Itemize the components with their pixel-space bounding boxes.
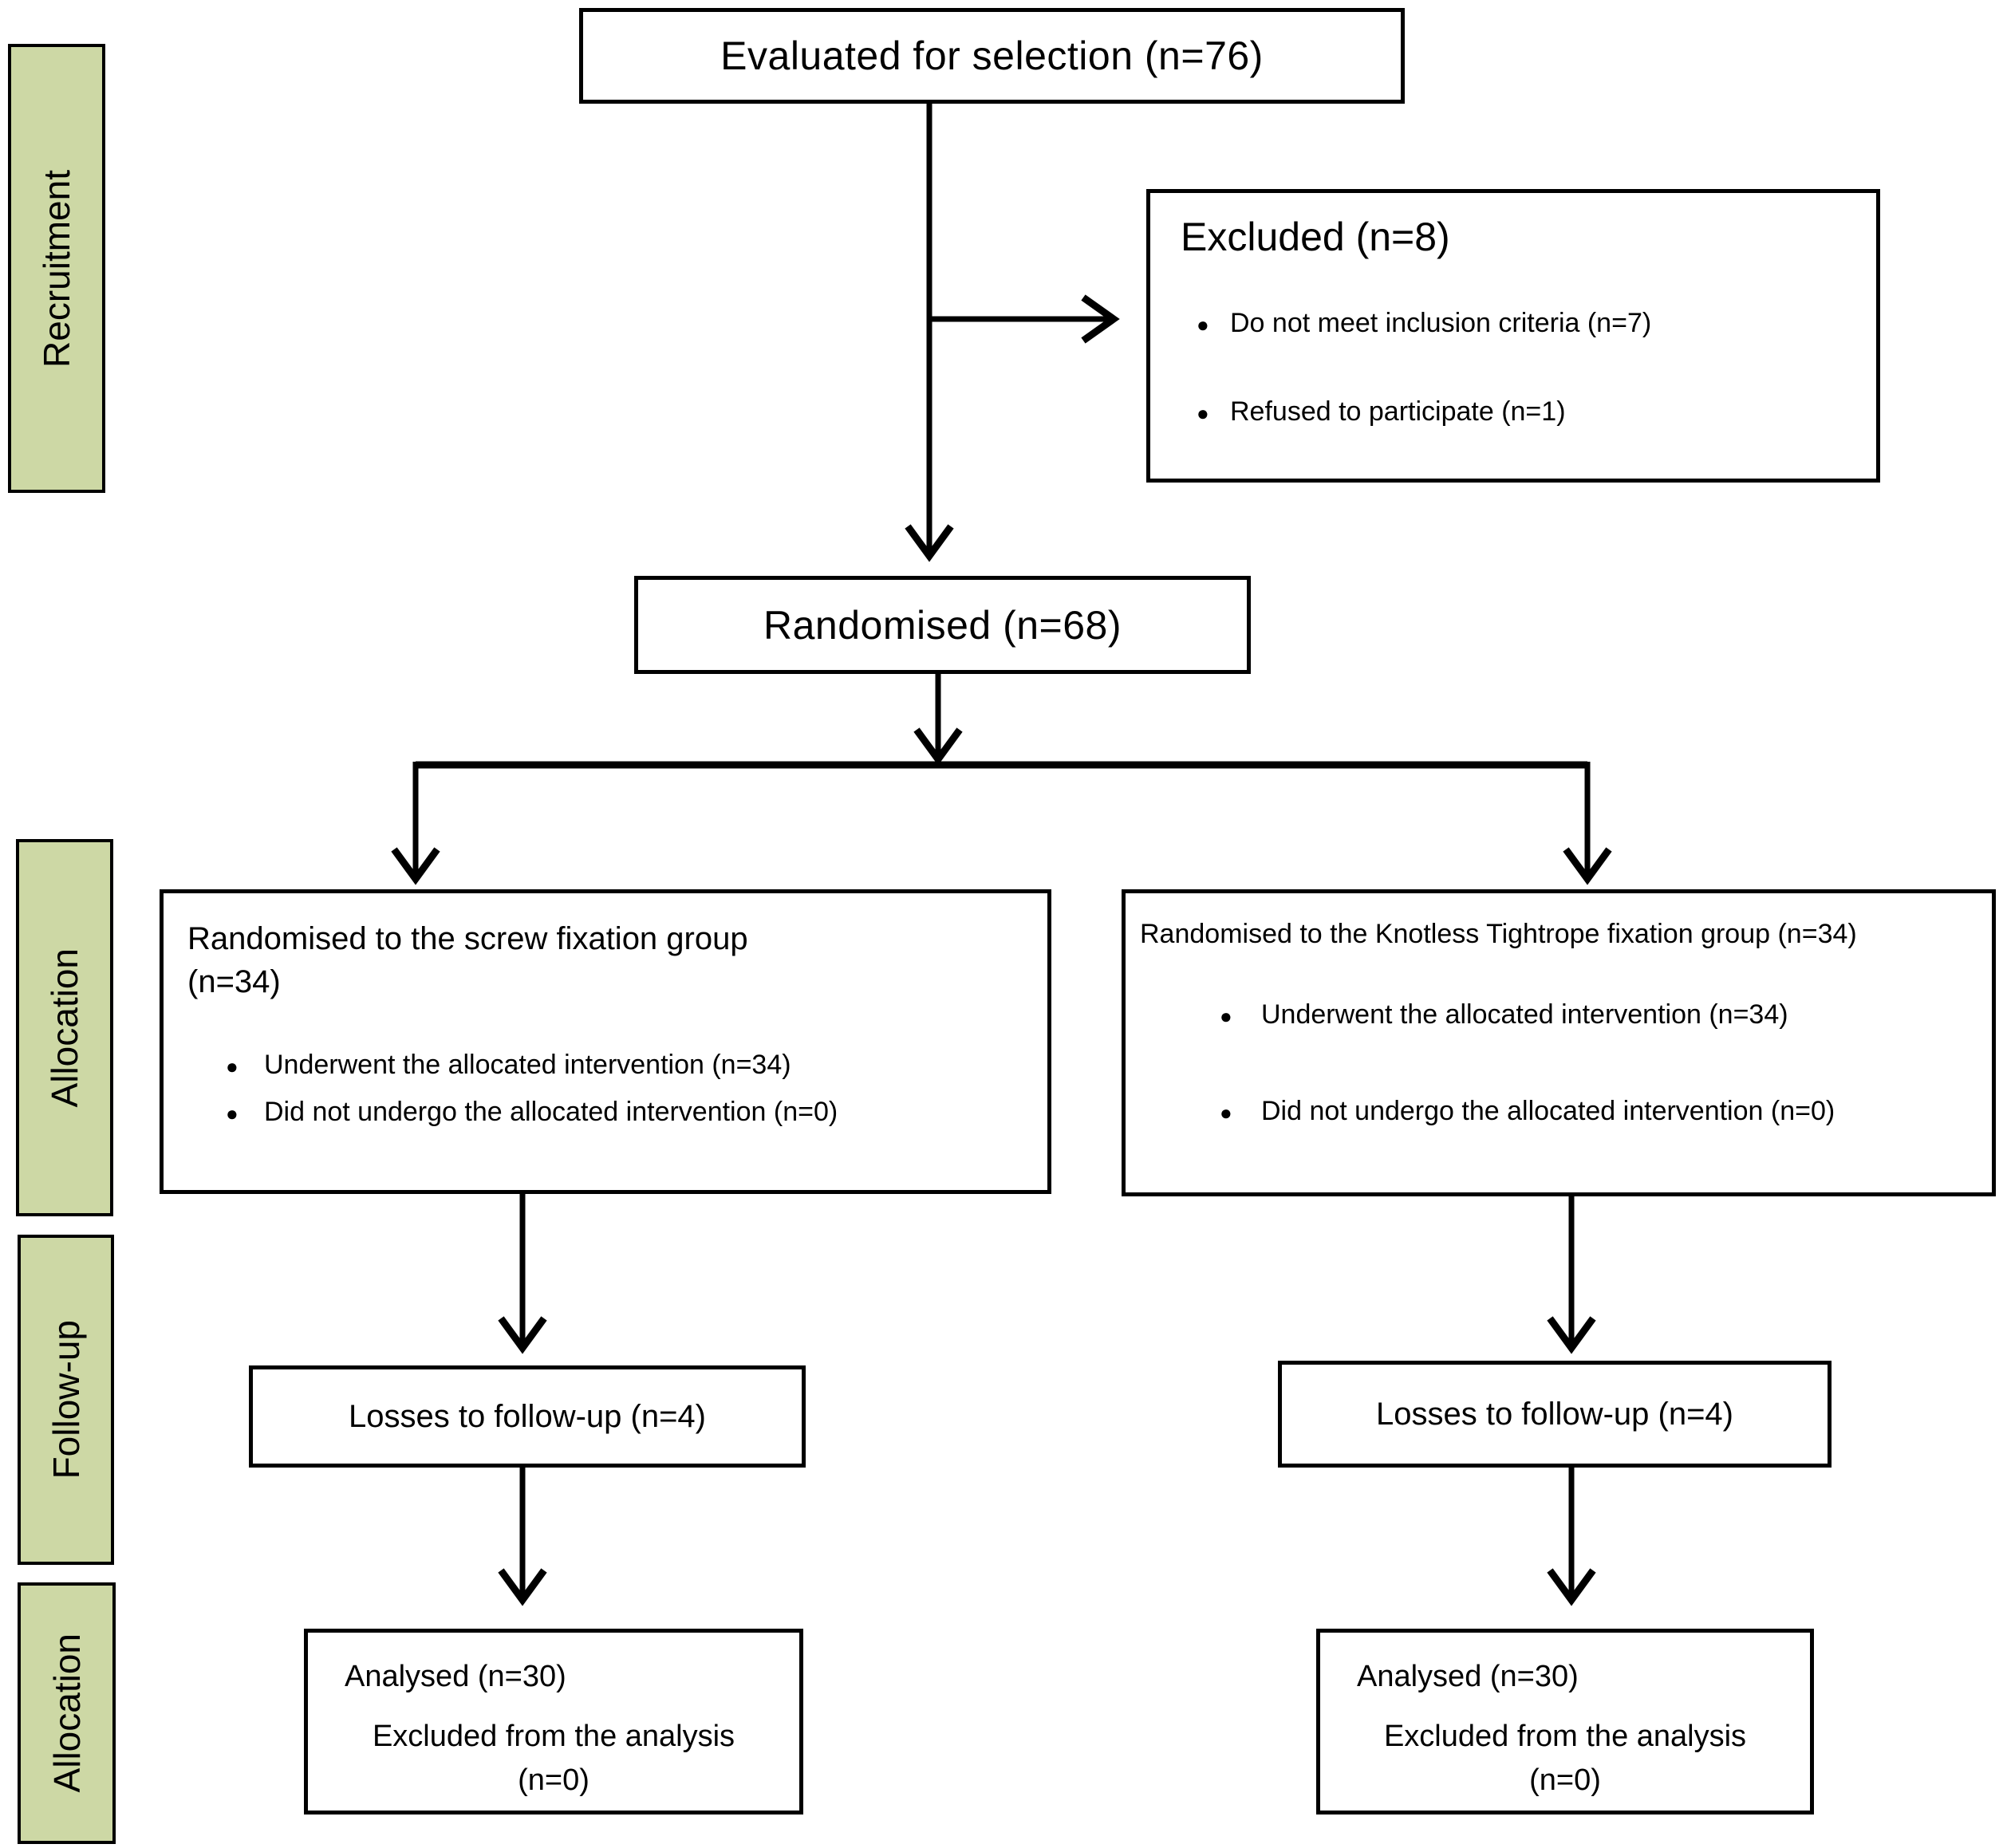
stage-recruitment-label: Recruitment xyxy=(36,169,77,368)
tightrope-group-title: Randomised to the Knotless Tightrope fix… xyxy=(1140,919,1857,949)
bullet-icon: ● xyxy=(1197,313,1209,337)
arrow-branch-to-tightrope-group xyxy=(1563,762,1612,885)
arrow-screw-to-losses xyxy=(498,1194,547,1354)
box-evaluated-for-selection: Evaluated for selection (n=76) xyxy=(579,8,1405,104)
bullet-icon: ● xyxy=(226,1101,239,1125)
list-item: ● Do not meet inclusion criteria (n=7) xyxy=(1150,308,1876,339)
list-item: ● Underwent the allocated intervention (… xyxy=(1126,999,1992,1030)
list-item: ● Did not undergo the allocated interven… xyxy=(1126,1096,1992,1127)
list-item: ● Underwent the allocated intervention (… xyxy=(164,1050,1047,1081)
tightrope-bullet-1: Underwent the allocated intervention (n=… xyxy=(1261,999,1788,1030)
arrow-randomised-to-branch xyxy=(913,674,963,766)
bullet-icon: ● xyxy=(226,1054,239,1078)
tightrope-bullet-2: Did not undergo the allocated interventi… xyxy=(1261,1096,1835,1126)
arrow-evaluated-to-excluded xyxy=(929,294,1120,344)
screw-group-title: Randomised to the screw fixation group (… xyxy=(187,921,748,999)
analysed-right-line1: Analysed (n=30) xyxy=(1357,1660,1579,1693)
losses-left-text: Losses to follow-up (n=4) xyxy=(348,1398,706,1434)
box-randomised: Randomised (n=68) xyxy=(634,576,1251,674)
bullet-icon: ● xyxy=(1220,1004,1232,1028)
arrow-branch-to-screw-group xyxy=(391,762,440,885)
stage-allocation-label: Allocation xyxy=(44,948,85,1108)
analysed-right-line2: Excluded from the analysis (n=0) xyxy=(1383,1720,1747,1798)
box-analysed-right: Analysed (n=30) Excluded from the analys… xyxy=(1316,1629,1814,1815)
randomised-text: Randomised (n=68) xyxy=(763,602,1122,648)
arrow-losses-to-analysed-left xyxy=(498,1468,547,1606)
excluded-title: Excluded (n=8) xyxy=(1181,215,1450,259)
box-losses-follow-up-left: Losses to follow-up (n=4) xyxy=(249,1365,806,1468)
stage-allocation: Allocation xyxy=(16,839,113,1216)
evaluated-text: Evaluated for selection (n=76) xyxy=(720,33,1264,78)
stage-follow-up-label: Follow-up xyxy=(45,1320,87,1480)
box-losses-follow-up-right: Losses to follow-up (n=4) xyxy=(1278,1361,1832,1468)
excluded-bullet-list: ● Do not meet inclusion criteria (n=7) ●… xyxy=(1150,308,1876,428)
arrow-losses-to-analysed-right xyxy=(1547,1468,1596,1606)
tightrope-group-bullet-list: ● Underwent the allocated intervention (… xyxy=(1126,999,1992,1127)
box-screw-fixation-group: Randomised to the screw fixation group (… xyxy=(160,889,1051,1194)
stage-analysis-label: Allocation xyxy=(45,1633,88,1793)
analysed-left-line1: Analysed (n=30) xyxy=(345,1660,566,1693)
screw-group-bullet-list: ● Underwent the allocated intervention (… xyxy=(164,1050,1047,1128)
stage-analysis: Allocation xyxy=(18,1582,116,1844)
stage-follow-up: Follow-up xyxy=(18,1235,114,1565)
box-analysed-left: Analysed (n=30) Excluded from the analys… xyxy=(304,1629,803,1815)
bullet-icon: ● xyxy=(1197,401,1209,425)
screw-bullet-1: Underwent the allocated intervention (n=… xyxy=(264,1050,791,1080)
stage-recruitment: Recruitment xyxy=(8,44,105,493)
box-excluded: Excluded (n=8) ● Do not meet inclusion c… xyxy=(1146,189,1880,483)
list-item: ● Refused to participate (n=1) xyxy=(1150,396,1876,428)
excluded-bullet-1: Do not meet inclusion criteria (n=7) xyxy=(1230,308,1652,338)
bullet-icon: ● xyxy=(1220,1101,1232,1125)
screw-bullet-2: Did not undergo the allocated interventi… xyxy=(264,1097,838,1127)
arrow-evaluated-to-randomised xyxy=(905,104,954,562)
excluded-bullet-2: Refused to participate (n=1) xyxy=(1230,396,1566,427)
box-knotless-tightrope-group: Randomised to the Knotless Tightrope fix… xyxy=(1122,889,1996,1196)
arrow-tightrope-to-losses xyxy=(1547,1196,1596,1354)
losses-right-text: Losses to follow-up (n=4) xyxy=(1375,1396,1733,1432)
list-item: ● Did not undergo the allocated interven… xyxy=(164,1097,1047,1128)
analysed-left-line2: Excluded from the analysis (n=0) xyxy=(372,1720,735,1798)
